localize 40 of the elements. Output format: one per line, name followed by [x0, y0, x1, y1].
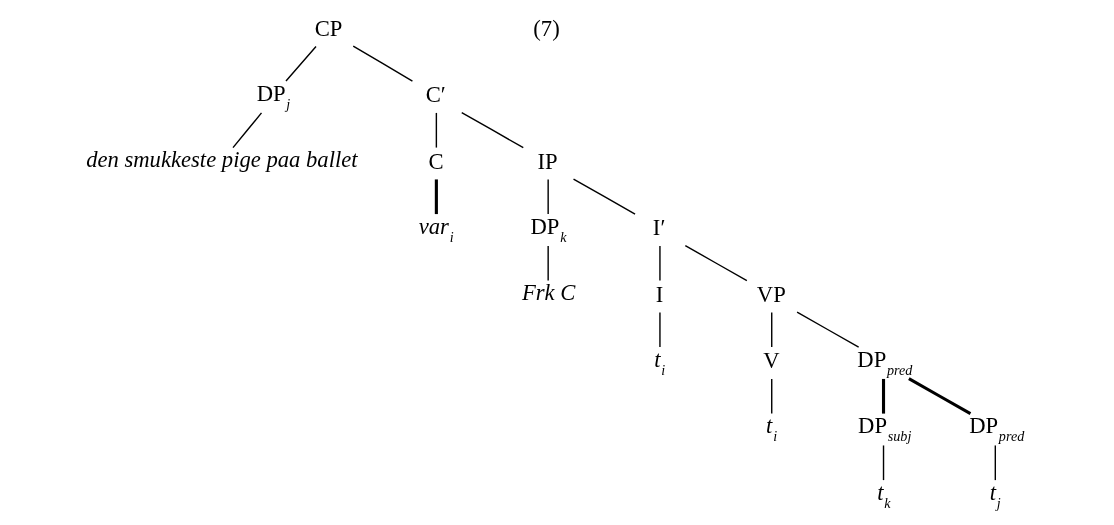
connector — [881, 378, 886, 414]
node-text: var$_{i}$ — [418, 213, 454, 245]
node-text: DP$_{k}$ — [530, 213, 567, 245]
node-text: DP$_{pred}$ — [969, 412, 1025, 444]
node-text: DP$_{subj}$ — [858, 412, 912, 444]
connector — [882, 444, 885, 481]
node-text: C — [428, 148, 444, 174]
node-text: t$_{i}$ — [766, 412, 778, 444]
node-text: I — [655, 281, 664, 307]
connector — [352, 44, 414, 82]
node-text: I′ — [652, 214, 666, 240]
label: (7) — [533, 15, 560, 41]
connector — [572, 177, 636, 215]
connector — [434, 178, 438, 214]
connector — [547, 244, 549, 281]
node-text: CP — [314, 15, 343, 41]
connector — [771, 377, 773, 414]
node-text: t$_{k}$ — [877, 479, 891, 511]
node-text: t$_{j}$ — [989, 479, 1001, 511]
node-text: DP$_{j}$ — [256, 80, 291, 112]
node-text: IP — [537, 148, 558, 174]
node-text: t$_{i}$ — [654, 346, 666, 378]
connector — [547, 178, 549, 215]
node-text: den smukkeste pige paa ballet — [86, 146, 358, 172]
connector — [435, 111, 438, 148]
node-text: VP — [756, 281, 786, 307]
connector — [908, 376, 972, 415]
connector — [285, 45, 317, 82]
connector — [659, 311, 661, 348]
connector — [461, 111, 524, 148]
connector — [232, 111, 263, 148]
connector — [796, 310, 860, 348]
node-text: C′ — [425, 81, 446, 107]
node-text: DP$_{pred}$ — [857, 346, 913, 378]
node-text: V — [763, 347, 780, 373]
connector — [771, 311, 773, 348]
node-text: Frk C — [521, 279, 576, 305]
connector — [659, 244, 661, 281]
connector — [994, 444, 996, 481]
connector — [684, 244, 748, 281]
